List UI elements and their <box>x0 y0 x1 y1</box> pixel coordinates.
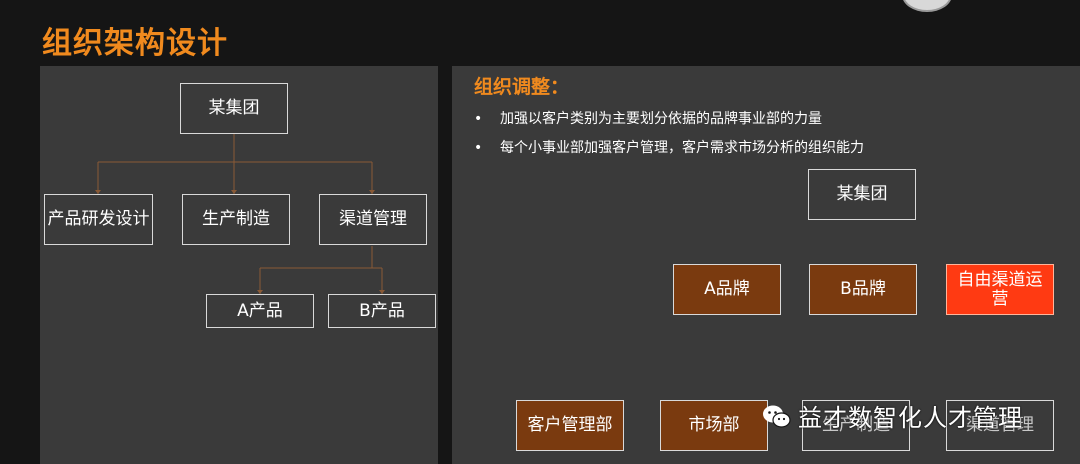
bullet-item: • 加强以客户类别为主要划分依据的品牌事业部的力量 <box>474 108 822 128</box>
wechat-icon <box>762 404 791 428</box>
bullet-text: 加强以客户类别为主要划分依据的品牌事业部的力量 <box>500 111 822 127</box>
bullet-dot: • <box>474 140 483 156</box>
right-root-node: 某集团 <box>808 169 916 220</box>
right-node-manufacturing: 生产制造 <box>802 400 910 451</box>
watermark: 益才数智化人才管理 <box>762 398 1023 433</box>
right-node-customer-mgmt: 客户管理部 <box>516 400 624 451</box>
left-node-product-rd: 产品研发设计 <box>44 194 153 245</box>
adjustment-heading: 组织调整： <box>474 76 570 98</box>
page-title: 组织架构设计 <box>42 26 228 61</box>
left-node-product-a: A产品 <box>206 294 314 328</box>
bullet-item: • 每个小事业部加强客户管理，客户需求市场分析的组织能力 <box>474 137 864 157</box>
right-node-brand-b: B品牌 <box>809 264 917 315</box>
watermark-text: 益才数智化人才管理 <box>798 404 1023 432</box>
left-root-node: 某集团 <box>180 83 288 134</box>
right-node-brand-a: A品牌 <box>673 264 781 315</box>
left-node-manufacturing: 生产制造 <box>182 194 290 245</box>
right-node-marketing: 市场部 <box>660 400 768 451</box>
right-node-channel-ops: 自由渠道运营 <box>946 264 1054 315</box>
right-node-channel-mgmt: 渠道管理 <box>946 400 1054 451</box>
bullet-text: 每个小事业部加强客户管理，客户需求市场分析的组织能力 <box>500 140 864 156</box>
bullet-dot: • <box>474 111 483 127</box>
left-node-channel-mgmt: 渠道管理 <box>319 194 427 245</box>
left-node-product-b: B产品 <box>328 294 436 328</box>
